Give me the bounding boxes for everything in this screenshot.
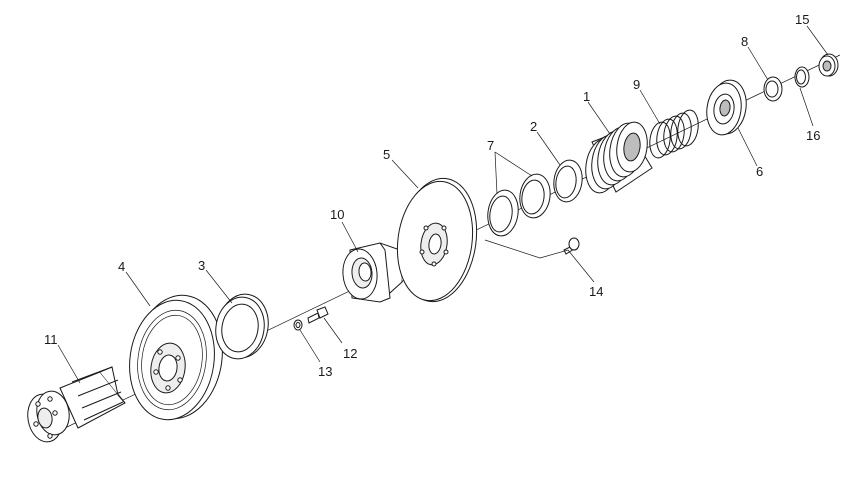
- part-5-disc: [396, 177, 478, 303]
- part-3-ring: [215, 293, 269, 360]
- callout-3: 3: [198, 258, 205, 273]
- part-6-cup: [706, 79, 747, 136]
- part-15-nut: [818, 53, 839, 77]
- callout-1: 1: [583, 89, 590, 104]
- callout-12: 12: [343, 346, 357, 361]
- callout-14: 14: [589, 284, 603, 299]
- callout-16: 16: [806, 128, 820, 143]
- callout-13: 13: [318, 364, 332, 379]
- callout-15: 15: [795, 12, 809, 27]
- callout-4: 4: [118, 259, 125, 274]
- part-12-bolt: [307, 306, 329, 324]
- part-14-screw: [563, 237, 580, 255]
- part-4-pulley: [129, 294, 223, 421]
- callout-8: 8: [741, 34, 748, 49]
- part-11-splined-shaft: [27, 366, 126, 443]
- part-8-ring: [763, 76, 783, 102]
- callout-6: 6: [756, 164, 763, 179]
- part-1-bellows: [585, 121, 653, 194]
- part-7-rings: [487, 173, 551, 237]
- part-9-spring: [649, 109, 699, 159]
- part-13-washer: [293, 319, 303, 331]
- callout-11: 11: [44, 332, 58, 347]
- leader-lines: [57, 25, 829, 384]
- callout-5: 5: [383, 147, 390, 162]
- callout-2: 2: [530, 119, 537, 134]
- callout-7: 7: [487, 138, 494, 153]
- part-16-snap-ring: [794, 66, 810, 88]
- part-2-ring: [553, 159, 583, 203]
- callout-10: 10: [330, 207, 344, 222]
- callout-9: 9: [633, 77, 640, 92]
